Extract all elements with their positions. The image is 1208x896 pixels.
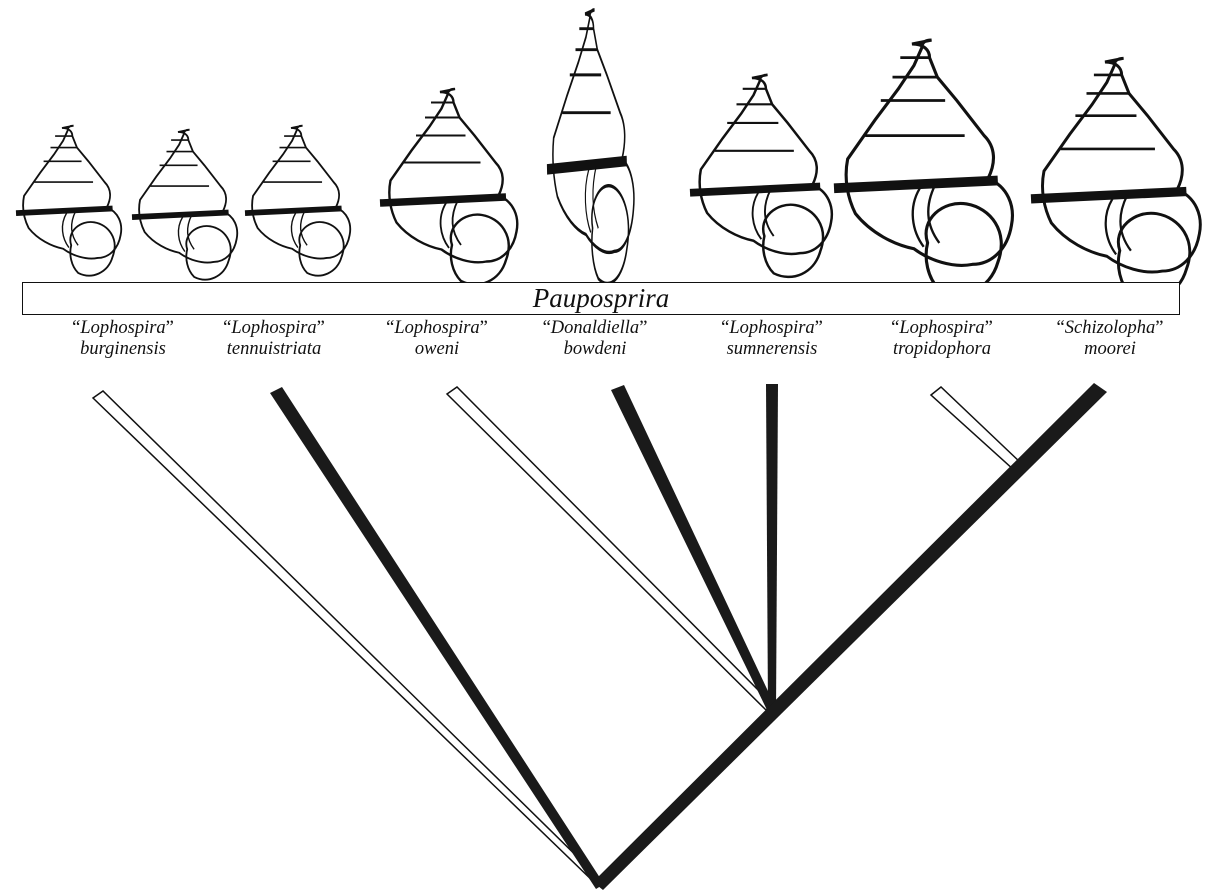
taxon-label-6: Lophospira tropidophora xyxy=(862,318,1022,360)
taxon-label-2: Lophospira tennuistriata xyxy=(194,318,354,360)
taxon-species: tennuistriata xyxy=(194,339,354,360)
cladogram-branches xyxy=(93,383,1107,890)
taxon-species: sumnerensis xyxy=(692,339,852,360)
taxon-species: oweni xyxy=(357,339,517,360)
branch-oweni xyxy=(447,387,772,710)
shell-illustration-3 xyxy=(245,126,350,276)
taxon-label-5: Lophospira sumnerensis xyxy=(692,318,852,360)
branch-sumnerensis xyxy=(766,384,778,712)
shell-illustration-7 xyxy=(834,40,1012,294)
taxon-label-3: Lophospira oweni xyxy=(357,318,517,360)
taxon-genus: Lophospira xyxy=(862,318,1022,339)
taxon-genus: Lophospira xyxy=(692,318,852,339)
taxon-genus: Lophospira xyxy=(194,318,354,339)
taxon-species: tropidophora xyxy=(862,339,1022,360)
taxon-label-4: Donaldiella bowdeni xyxy=(515,318,675,360)
genus-label: Pauposprira xyxy=(533,285,670,312)
taxon-genus: Donaldiella xyxy=(515,318,675,339)
branch-bowdeni xyxy=(611,385,775,710)
genus-bar: Pauposprira xyxy=(22,282,1180,315)
taxon-species: moorei xyxy=(1030,339,1190,360)
shell-illustration-4 xyxy=(380,89,517,284)
shell-illustration-2 xyxy=(132,130,237,280)
branch-tennuistriata xyxy=(270,387,604,889)
taxon-species: burginensis xyxy=(43,339,203,360)
taxon-genus: Lophospira xyxy=(43,318,203,339)
branch-moorei xyxy=(593,383,1107,890)
branch-tropidophora xyxy=(931,387,1022,470)
taxon-species: bowdeni xyxy=(515,339,675,360)
shell-illustration-8 xyxy=(1031,58,1200,299)
shell-illustration-1 xyxy=(16,126,121,276)
taxon-genus: Schizolopha xyxy=(1030,318,1190,339)
shell-illustration-6 xyxy=(690,75,832,277)
taxon-label-1: Lophospira burginensis xyxy=(43,318,203,360)
taxon-genus: Lophospira xyxy=(357,318,517,339)
taxon-label-7: Schizolopha moorei xyxy=(1030,318,1190,360)
shell-illustration-5 xyxy=(547,10,634,284)
